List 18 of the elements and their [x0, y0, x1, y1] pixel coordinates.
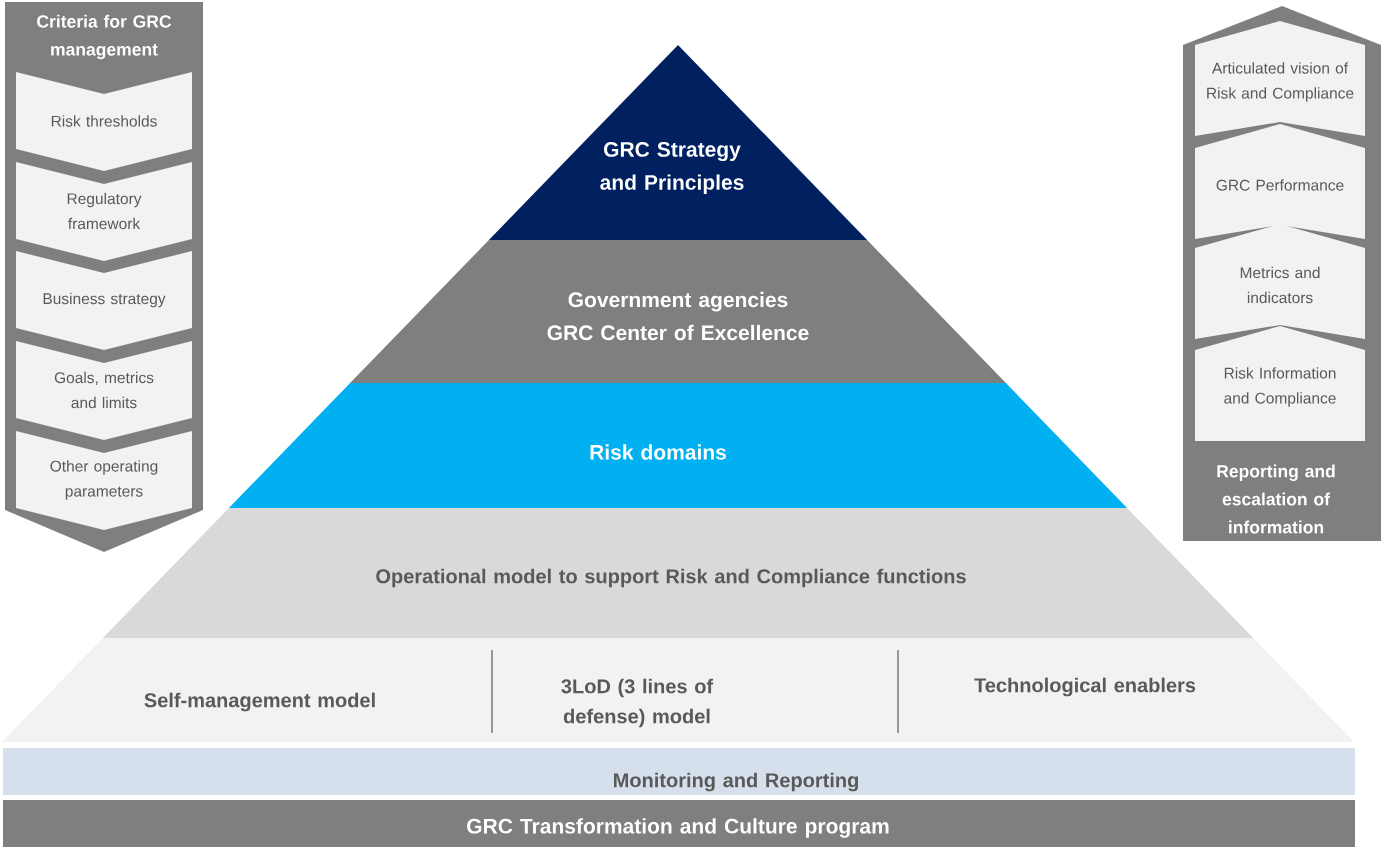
chevron-box: GRC Performance — [1195, 124, 1365, 239]
chevron-box: Risk Information and Compliance — [1195, 326, 1365, 441]
chevron-box: Other operating parameters — [16, 431, 192, 530]
chevron-box: Business strategy — [16, 251, 192, 350]
chevron-box: Risk thresholds — [16, 72, 192, 171]
node-label: GRC Performance — [1216, 179, 1344, 191]
chevron-box: Articulated vision of Risk and Compliance — [1195, 21, 1365, 136]
pyramid-layer: Government agencies GRC Center of Excellence — [350, 240, 1006, 383]
chevron-box: Regulatory framework — [16, 162, 192, 261]
band: GRC Transformation and Culture program — [3, 800, 1355, 847]
pyramid-layer: GRC Strategy and Principles — [488, 45, 868, 240]
node-label: Metrics and indicators — [1240, 266, 1320, 304]
node-label: Risk Information and Compliance — [1224, 367, 1336, 407]
pyramid-layer: Self-management model 3LoD (3 lines of defense) model Technological enablers — [1, 638, 1355, 742]
chevron-box: Goals, metrics and limits — [16, 341, 192, 440]
pyramid-layer: Risk domains — [228, 383, 1128, 508]
band: Monitoring and Reporting — [3, 748, 1355, 795]
chevron-box: Metrics and indicators — [1195, 224, 1365, 339]
